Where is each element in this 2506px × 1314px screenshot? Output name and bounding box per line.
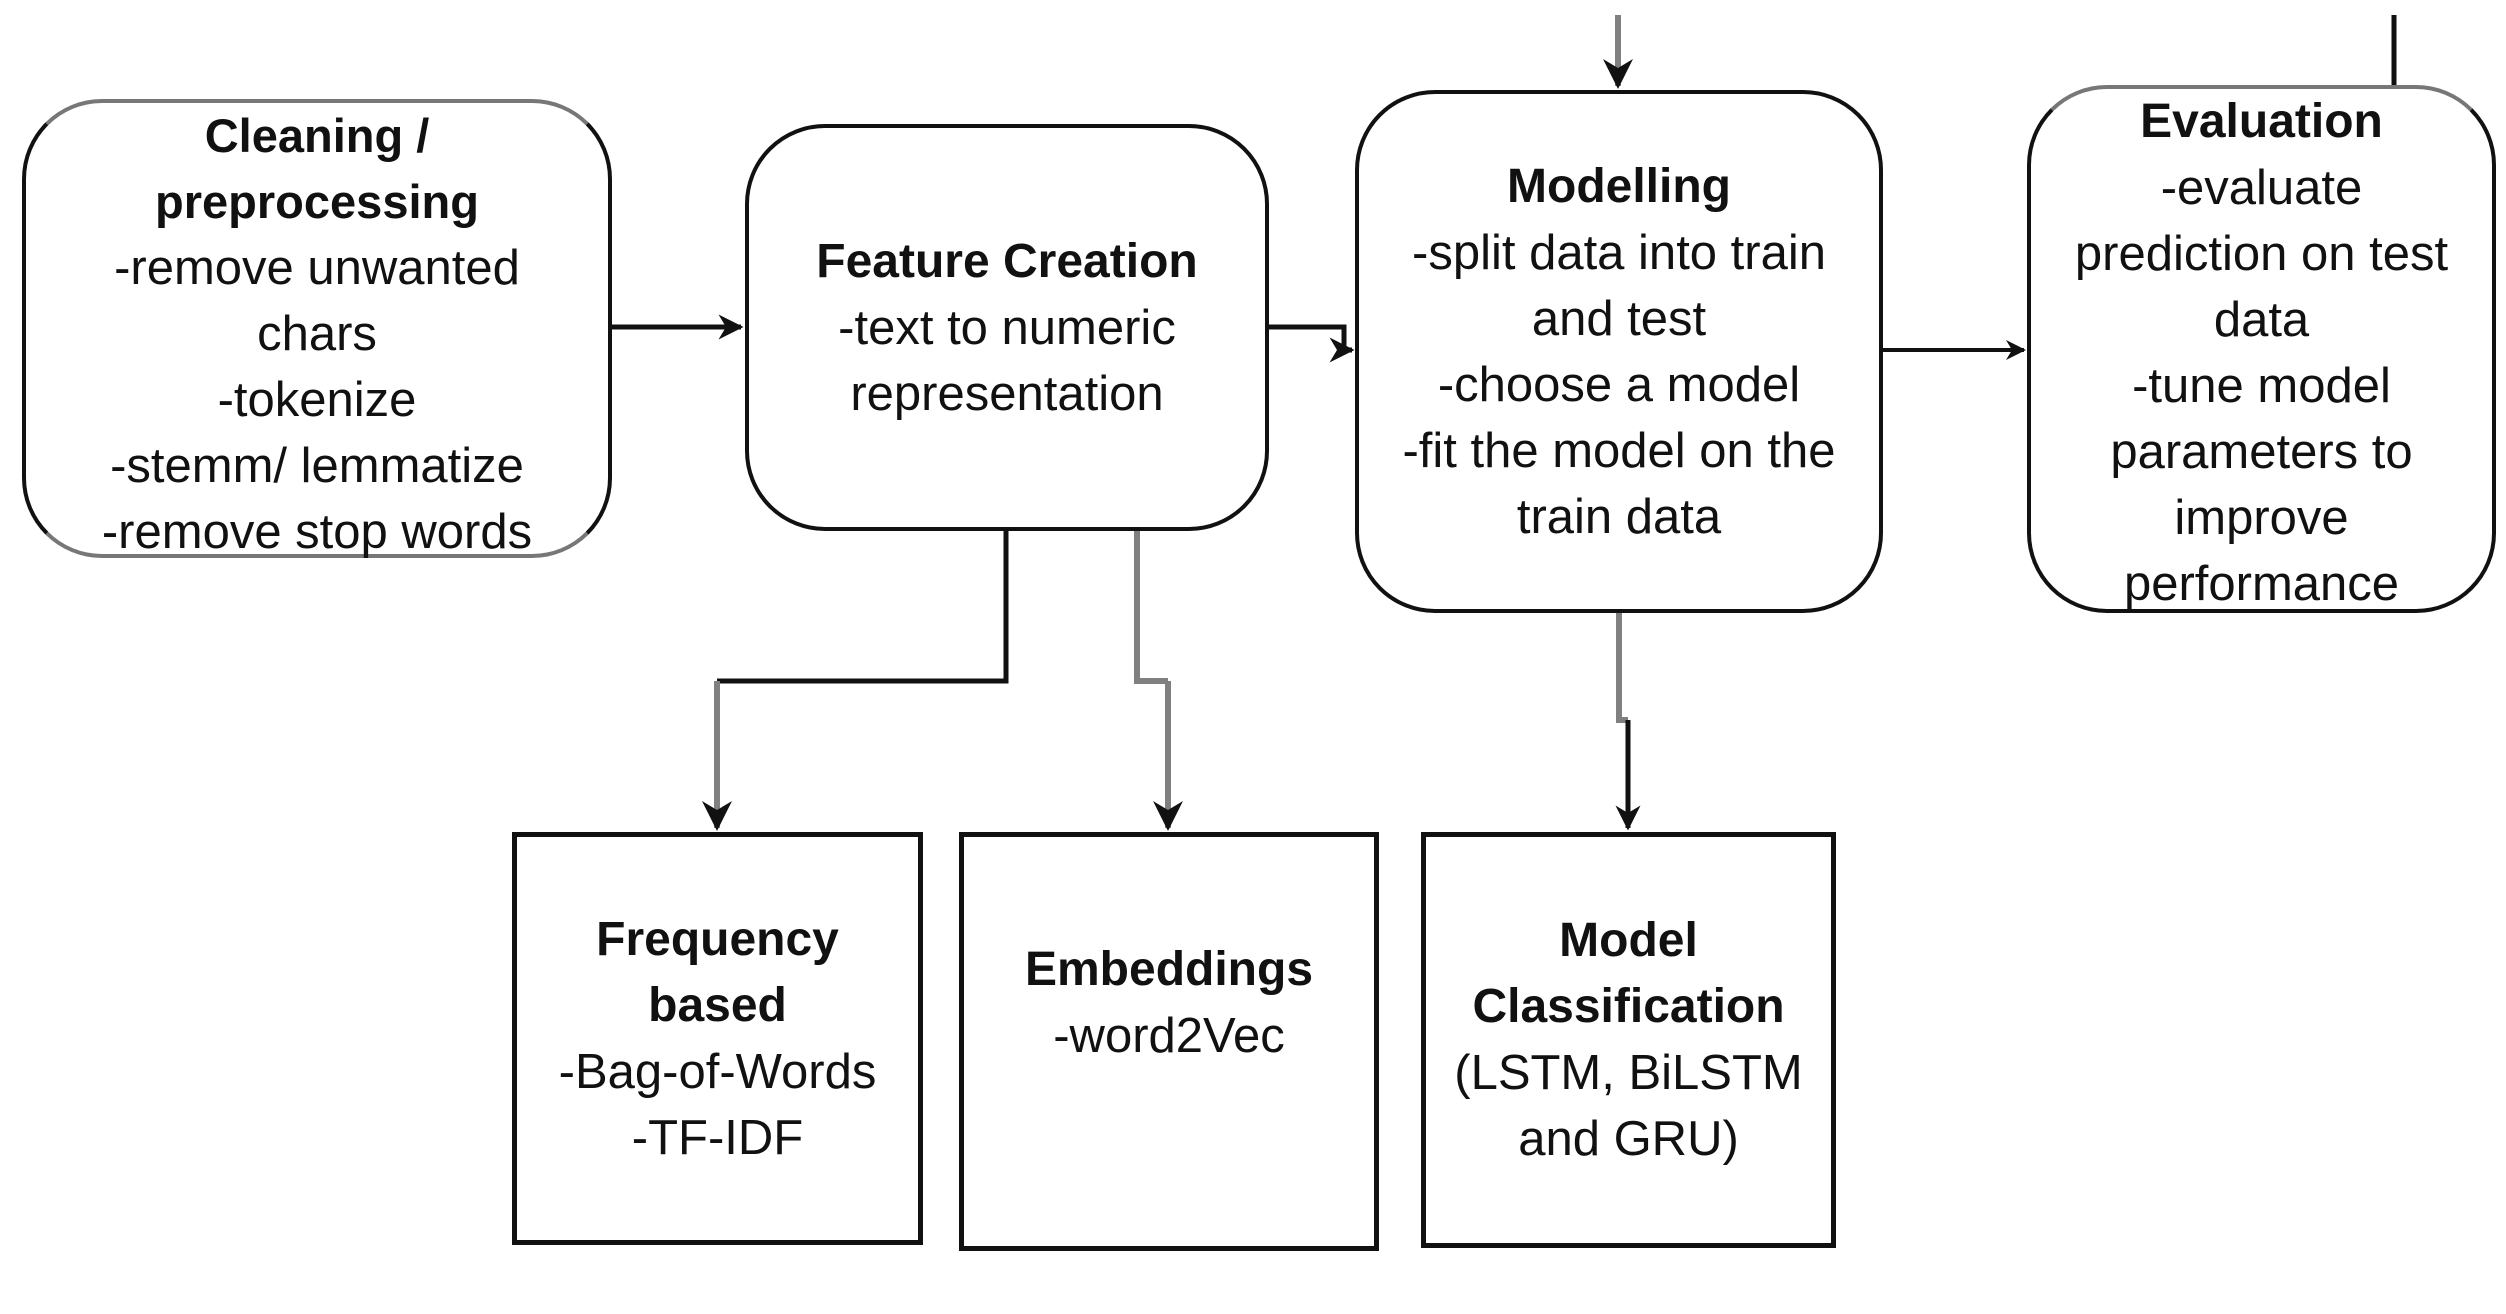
node-text-line: -fit the model on the <box>1402 423 1836 478</box>
node-title: Modelling <box>1507 159 1731 213</box>
node-text-line: train data <box>1516 489 1722 544</box>
node-evaluation: Evaluation -evaluate prediction on test dat… <box>2027 85 2496 613</box>
node-text-line: parameters to <box>2110 425 2413 479</box>
node-text-line: -text to numeric <box>838 300 1176 355</box>
node-text-line: improve <box>2174 491 2349 545</box>
edge-modelling-to-classification-top <box>1616 613 1628 723</box>
node-text-line: and GRU) <box>1518 1112 1739 1166</box>
node-text-line: data <box>2213 293 2310 347</box>
node-text-line: (LSTM, BiLSTM <box>1454 1046 1803 1100</box>
node-title: Model <box>1559 914 1698 967</box>
node-feature-creation: Feature Creation -text to numeric represen… <box>745 124 1269 531</box>
node-text-line: chars <box>257 307 377 361</box>
edge-feature-to-modelling <box>1269 324 1355 363</box>
node-text-line: -word2Vec <box>1053 1009 1285 1063</box>
node-text-line: -remove stop words <box>101 505 533 559</box>
node-title: Cleaning / <box>204 109 430 162</box>
node-text-line: -tune model <box>2132 359 2391 413</box>
edge-feature-to-frequency-black <box>717 531 1009 684</box>
node-text-line: -Bag-of-Words <box>558 1044 877 1099</box>
node-embeddings: Embeddings -word2Vec <box>959 832 1379 1251</box>
node-text-line: prediction on test <box>2074 227 2449 281</box>
node-text-line: -tokenize <box>217 373 417 427</box>
node-text-line: -evaluate <box>2160 161 2363 215</box>
node-title: Frequency <box>596 912 839 966</box>
node-title: Feature Creation <box>816 234 1198 288</box>
node-text-line: -remove unwanted <box>114 241 520 295</box>
node-frequency-based: Frequency based -Bag-of-Words -TF-IDF <box>512 832 923 1245</box>
node-title: Embeddings <box>1024 943 1314 996</box>
node-text-line: representation <box>850 366 1164 421</box>
node-text-line: performance <box>2123 557 2400 611</box>
node-title: based <box>648 978 787 1032</box>
node-title: Classification <box>1472 980 1785 1033</box>
node-title: preprocessing <box>155 175 479 228</box>
node-text-line: -stemm/ lemmatize <box>110 439 524 493</box>
edge-feature-to-embeddings-top <box>1134 531 1168 684</box>
node-text-line: -TF-IDF <box>631 1110 804 1165</box>
node-text-line: and test <box>1531 291 1707 346</box>
node-cleaning-preprocessing: Cleaning / preprocessing -remove unwanted c… <box>22 99 612 559</box>
node-text-line: -choose a model <box>1437 357 1801 412</box>
node-modelling: Modelling -split data into train and test -… <box>1355 90 1883 613</box>
node-title: Evaluation <box>2140 95 2383 148</box>
node-text-line: -split data into train <box>1412 225 1826 280</box>
